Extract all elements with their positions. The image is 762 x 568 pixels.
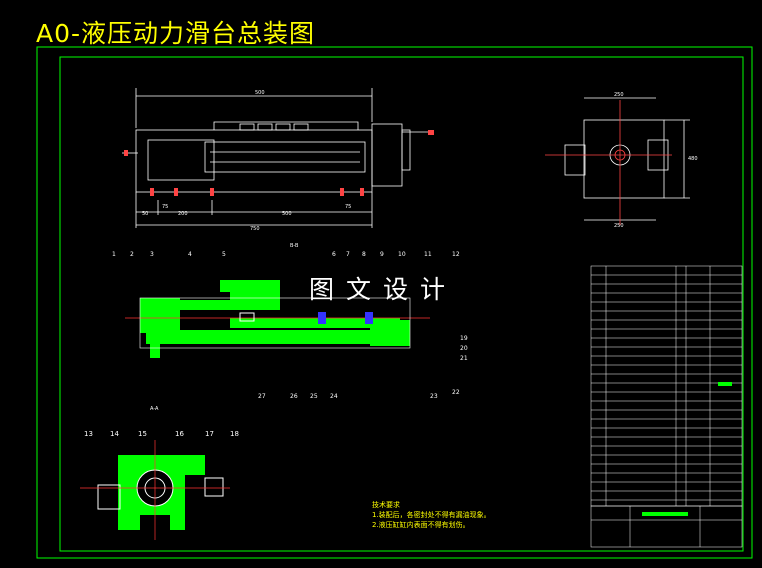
tech-line-1: 1.装配后，各密封处不得有漏油现象。 <box>372 511 491 519</box>
side-view <box>545 97 690 225</box>
top-view-bolts <box>124 130 434 196</box>
svg-text:3: 3 <box>150 251 154 258</box>
svg-text:250: 250 <box>614 223 624 229</box>
svg-text:4: 4 <box>188 251 192 258</box>
svg-text:13: 13 <box>84 430 93 438</box>
side-view-dims: 250 250 480 <box>614 92 698 229</box>
highlight-bar <box>718 382 732 386</box>
main-section <box>125 280 430 358</box>
inner-frame <box>59 56 744 552</box>
svg-text:9: 9 <box>380 251 384 258</box>
svg-text:A-A: A-A <box>150 406 159 412</box>
svg-text:11: 11 <box>424 251 432 258</box>
svg-text:26: 26 <box>290 393 298 400</box>
callouts-section: 13 14 15 16 17 18 <box>84 430 239 438</box>
svg-text:500: 500 <box>282 211 292 217</box>
svg-text:7: 7 <box>346 251 350 258</box>
svg-text:500: 500 <box>255 90 265 96</box>
svg-text:50: 50 <box>142 211 148 217</box>
svg-text:480: 480 <box>688 156 698 162</box>
svg-text:19: 19 <box>460 335 468 342</box>
svg-text:750: 750 <box>250 226 260 232</box>
svg-text:22: 22 <box>452 389 460 396</box>
svg-text:1: 1 <box>112 251 116 258</box>
title-block-bar <box>642 512 688 516</box>
svg-text:75: 75 <box>162 204 168 210</box>
svg-text:17: 17 <box>205 430 214 438</box>
svg-text:20: 20 <box>460 345 468 352</box>
svg-text:5: 5 <box>222 251 226 258</box>
svg-text:6: 6 <box>332 251 336 258</box>
svg-text:18: 18 <box>230 430 239 438</box>
svg-text:200: 200 <box>178 211 188 217</box>
svg-text:27: 27 <box>258 393 266 400</box>
svg-text:23: 23 <box>430 393 438 400</box>
svg-text:75: 75 <box>345 204 351 210</box>
section-a-a <box>80 440 230 540</box>
svg-text:14: 14 <box>110 430 119 438</box>
svg-text:25: 25 <box>310 393 318 400</box>
svg-text:12: 12 <box>452 251 460 258</box>
svg-text:250: 250 <box>614 92 624 98</box>
svg-text:16: 16 <box>175 430 184 438</box>
tech-requirements: 技术要求 1.装配后，各密封处不得有漏油现象。 2.液压缸缸内表面不得有划伤。 <box>372 500 491 530</box>
svg-text:10: 10 <box>398 251 406 258</box>
outer-frame <box>36 46 753 559</box>
svg-text:2: 2 <box>130 251 134 258</box>
tech-line-2: 2.液压缸缸内表面不得有划伤。 <box>372 521 470 529</box>
parts-list <box>590 265 743 548</box>
svg-text:24: 24 <box>330 393 338 400</box>
callouts-main: 1 2 3 4 5 6 7 8 9 10 11 12 19 20 21 22 2… <box>112 251 468 400</box>
watermark-stamp: 图文设计 <box>309 275 458 304</box>
svg-text:21: 21 <box>460 355 468 362</box>
top-view <box>122 88 430 228</box>
top-view-dims: 500 75 200 500 75 50 750 <box>142 90 351 232</box>
drawing-title: A0-液压动力滑台总装图 <box>36 19 316 48</box>
tech-heading: 技术要求 <box>372 501 400 509</box>
svg-text:8: 8 <box>362 251 366 258</box>
svg-text:B-B: B-B <box>290 243 299 249</box>
svg-text:15: 15 <box>138 430 147 438</box>
